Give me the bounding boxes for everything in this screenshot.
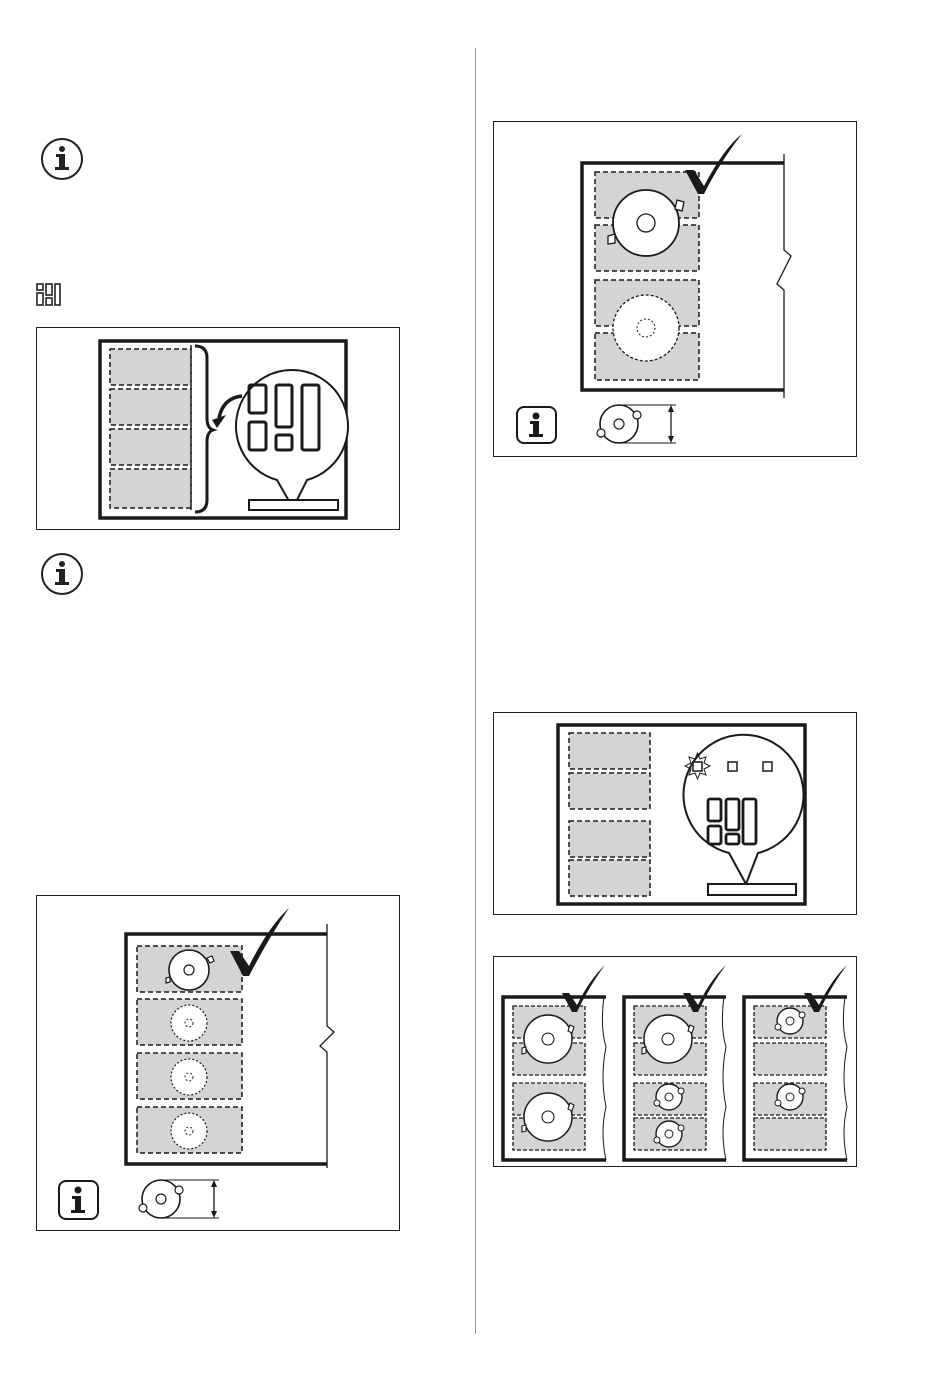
info-circle-icon [40,137,84,181]
figure-pot-on-zones-left [36,895,400,1231]
column-divider [475,48,476,1334]
cooking-zones-symbol-icon [36,283,62,307]
config-panel-2 [624,965,726,1160]
figure-display-blink [493,712,857,915]
figure-three-configs [493,956,857,1167]
info-circle-icon [40,552,84,596]
figure-pot-on-zones-right [493,121,857,457]
config-panel-1 [503,965,606,1160]
config-panel-3 [744,965,847,1160]
figure-zones-bracket [36,327,400,530]
